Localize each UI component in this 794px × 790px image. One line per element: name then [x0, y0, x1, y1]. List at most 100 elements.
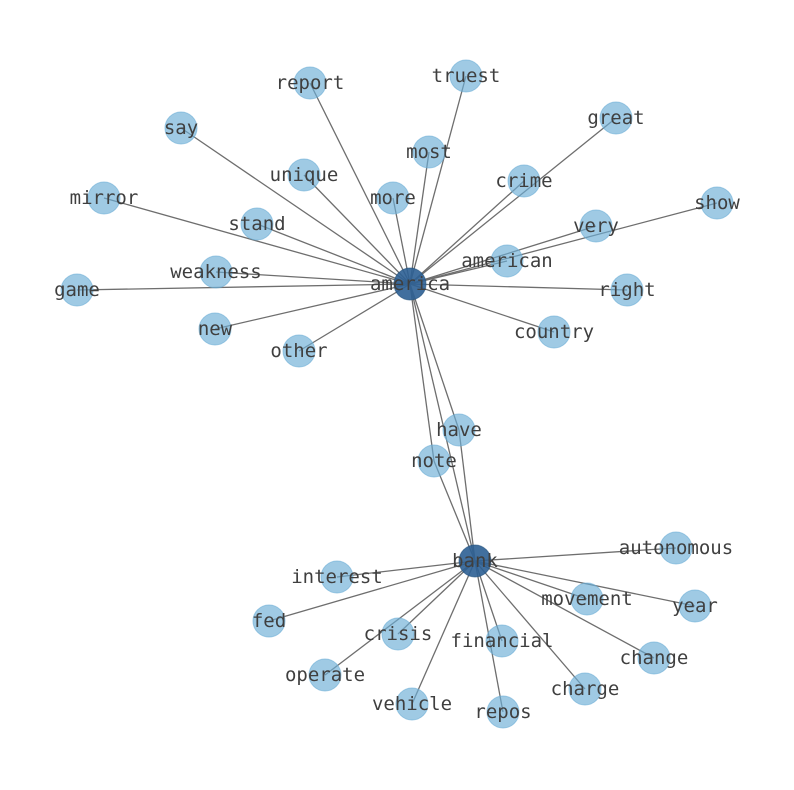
- edge-bank-crisis: [397, 560, 476, 635]
- node-label-note: note: [411, 450, 457, 472]
- edge-bank-have: [458, 429, 476, 562]
- node-interest: [320, 560, 354, 594]
- node-right: [610, 273, 644, 307]
- edge-america-mirror: [103, 197, 411, 285]
- edge-bank-interest: [336, 560, 476, 578]
- edge-america-game: [76, 283, 411, 291]
- node-label-unique: unique: [270, 164, 339, 186]
- label-layer: america bank report truest say great most uniqu…: [54, 65, 740, 723]
- node-charge: [568, 672, 602, 706]
- node-label-bank: bank: [452, 550, 498, 572]
- node-have: [442, 413, 476, 447]
- node-fed: [252, 604, 286, 638]
- node-unique: [287, 158, 321, 192]
- node-say: [164, 111, 198, 145]
- node-label-autonomous: autonomous: [619, 537, 733, 559]
- edge-bank-vehicle: [411, 560, 476, 705]
- node-report: [293, 66, 327, 100]
- node-note: [417, 444, 451, 478]
- node-repos: [486, 695, 520, 729]
- node-label-crime: crime: [495, 170, 552, 192]
- node-label-truest: truest: [432, 65, 501, 87]
- edge-bank-charge: [474, 560, 586, 690]
- node-weakness: [199, 255, 233, 289]
- node-layer: [60, 59, 734, 729]
- node-label-financial: financial: [451, 630, 554, 652]
- node-more: [376, 181, 410, 215]
- node-label-report: report: [276, 72, 345, 94]
- edge-america-report: [309, 82, 411, 285]
- node-year: [678, 589, 712, 623]
- node-crime: [507, 164, 541, 198]
- edge-america-have: [409, 283, 460, 431]
- edge-layer: [76, 75, 718, 713]
- edge-america-note: [409, 283, 435, 462]
- node-label-operate: operate: [285, 664, 365, 686]
- node-show: [700, 186, 734, 220]
- edge-america-stand: [256, 223, 411, 285]
- edge-bank-fed: [268, 560, 476, 622]
- node-label-great: great: [587, 107, 644, 129]
- node-label-crisis: crisis: [364, 623, 433, 645]
- edge-america-right: [409, 283, 628, 291]
- node-operate: [308, 658, 342, 692]
- edge-america-american: [409, 260, 508, 285]
- edge-america-weakness: [215, 271, 411, 285]
- edge-america-truest: [409, 75, 467, 285]
- edge-america-new: [214, 283, 411, 330]
- node-label-new: new: [198, 318, 233, 340]
- node-stand: [240, 207, 274, 241]
- node-label-very: very: [573, 215, 619, 237]
- edge-america-show: [409, 202, 718, 285]
- node-label-american: american: [461, 250, 553, 272]
- edge-america-say: [180, 127, 411, 285]
- node-label-have: have: [436, 419, 482, 441]
- node-mirror: [87, 181, 121, 215]
- node-label-america: america: [370, 273, 450, 295]
- node-very: [579, 209, 613, 243]
- node-autonomous: [659, 531, 693, 565]
- node-financial: [485, 624, 519, 658]
- node-change: [637, 641, 671, 675]
- node-most: [412, 135, 446, 169]
- edge-america-other: [298, 283, 411, 352]
- edge-bank-note: [433, 460, 476, 562]
- node-label-game: game: [54, 279, 100, 301]
- node-label-stand: stand: [228, 213, 285, 235]
- node-american: [490, 244, 524, 278]
- node-label-say: say: [164, 117, 198, 139]
- node-label-vehicle: vehicle: [372, 693, 452, 715]
- edge-america-country: [409, 283, 555, 333]
- node-label-year: year: [672, 595, 718, 617]
- node-label-show: show: [694, 192, 740, 214]
- node-label-right: right: [598, 279, 655, 301]
- node-label-most: most: [406, 141, 452, 163]
- edge-america-most: [409, 151, 430, 285]
- node-crisis: [381, 617, 415, 651]
- node-truest: [449, 59, 483, 93]
- node-label-other: other: [270, 340, 327, 362]
- node-label-weakness: weakness: [170, 261, 262, 283]
- node-game: [60, 273, 94, 307]
- edge-bank-movement: [474, 560, 588, 600]
- edge-america-unique: [303, 174, 411, 285]
- node-label-charge: charge: [551, 678, 620, 700]
- node-country: [537, 315, 571, 349]
- node-label-movement: movement: [541, 588, 633, 610]
- node-bank: [458, 544, 492, 578]
- node-movement: [570, 582, 604, 616]
- node-label-mirror: mirror: [70, 187, 139, 209]
- node-vehicle: [395, 687, 429, 721]
- node-label-more: more: [370, 187, 416, 209]
- edge-bank-autonomous: [474, 547, 677, 562]
- edge-america-bank: [409, 283, 476, 562]
- edge-america-great: [409, 117, 617, 285]
- node-label-country: country: [514, 321, 594, 343]
- edge-bank-change: [474, 560, 655, 659]
- node-label-interest: interest: [291, 566, 383, 588]
- node-great: [599, 101, 633, 135]
- node-america: [393, 267, 427, 301]
- edge-america-crime: [409, 180, 525, 285]
- node-other: [282, 334, 316, 368]
